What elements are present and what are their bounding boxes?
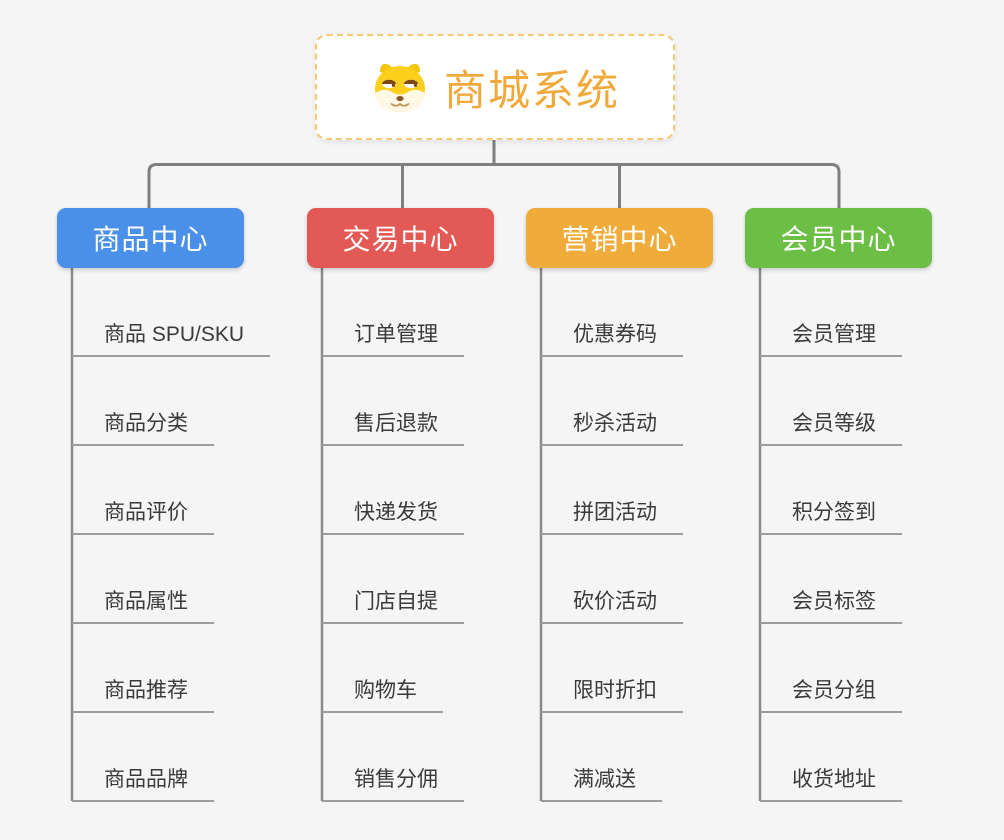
- branch-node-trade[interactable]: 交易中心: [307, 208, 494, 268]
- leaf-topic[interactable]: 商品品牌: [72, 760, 214, 802]
- leaf-topic[interactable]: 快递发货: [322, 493, 464, 535]
- leaf-topic[interactable]: 会员标签: [760, 582, 902, 624]
- leaf-topic[interactable]: 优惠券码: [541, 315, 683, 357]
- leaf-topic[interactable]: 秒杀活动: [541, 404, 683, 446]
- leaf-topic[interactable]: 砍价活动: [541, 582, 683, 624]
- leaf-topic[interactable]: 会员管理: [760, 315, 902, 357]
- branch-node-products[interactable]: 商品中心: [57, 208, 244, 268]
- leaf-topic[interactable]: 限时折扣: [541, 671, 683, 713]
- branch-label: 商品中心: [92, 224, 209, 255]
- leaf-topic[interactable]: 商品分类: [72, 404, 214, 446]
- branch-node-members[interactable]: 会员中心: [745, 208, 932, 268]
- root-title: 商城系统: [443, 66, 620, 114]
- leaf-topic[interactable]: 会员等级: [760, 404, 902, 446]
- leaf-topic[interactable]: 拼团活动: [541, 493, 683, 535]
- branch-node-marketing[interactable]: 营销中心: [526, 208, 713, 268]
- leaf-topic[interactable]: 商品属性: [72, 582, 214, 624]
- leaf-topic[interactable]: 商品 SPU/SKU: [72, 315, 271, 357]
- leaf-topic[interactable]: 售后退款: [322, 404, 464, 446]
- leaf-topic[interactable]: 门店自提: [322, 582, 464, 624]
- branch-label: 会员中心: [780, 224, 897, 255]
- shiba-dog-icon: [370, 60, 430, 114]
- leaf-topic[interactable]: 商品推荐: [72, 671, 214, 713]
- leaf-topic[interactable]: 会员分组: [760, 671, 902, 713]
- leaf-topic[interactable]: 订单管理: [322, 315, 464, 357]
- root-node[interactable]: 商城系统: [315, 34, 675, 140]
- branch-rail-line: [147, 163, 841, 208]
- leaf-topic[interactable]: 商品评价: [72, 493, 214, 535]
- leaf-topic[interactable]: 销售分佣: [322, 760, 464, 802]
- leaf-topic[interactable]: 收货地址: [760, 760, 902, 802]
- leaf-topic[interactable]: 购物车: [322, 671, 443, 713]
- leaf-topic[interactable]: 积分签到: [760, 493, 902, 535]
- leaf-topic[interactable]: 满减送: [541, 760, 662, 802]
- branch-label: 营销中心: [561, 224, 678, 255]
- branch-label: 交易中心: [342, 224, 459, 255]
